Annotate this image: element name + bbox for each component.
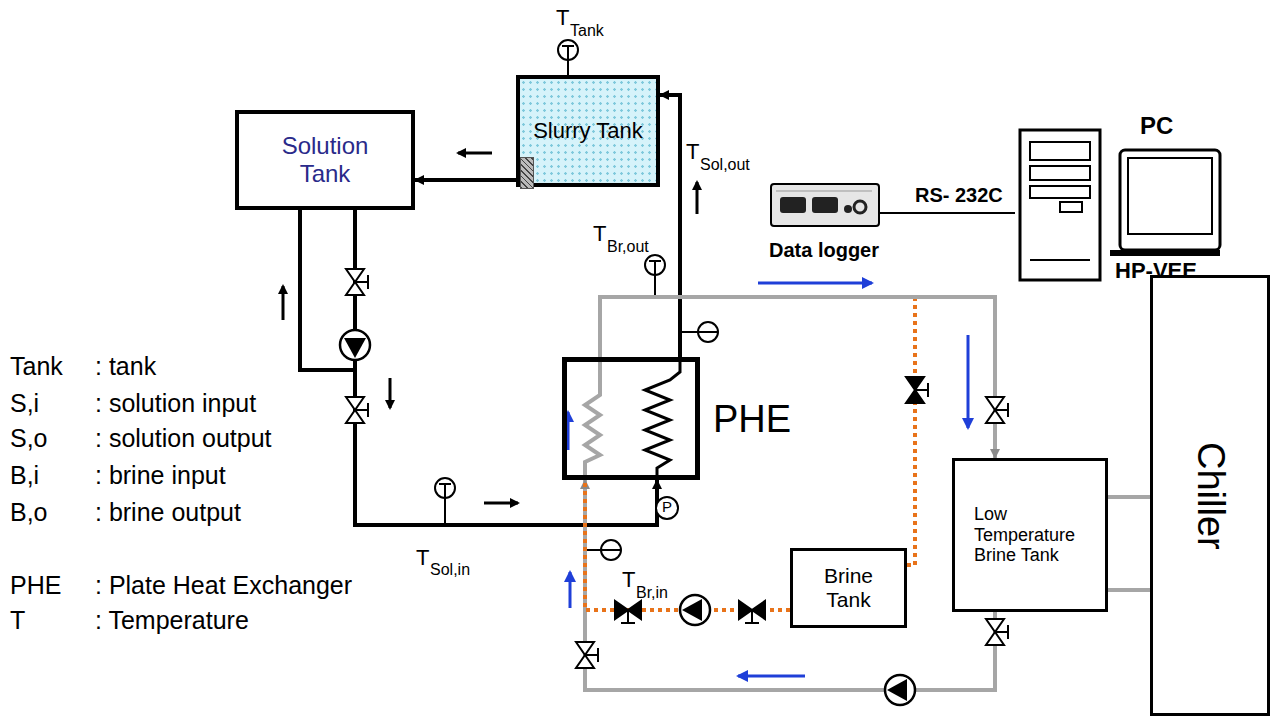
sensor-label: T [556, 6, 569, 30]
sensor-label: T [686, 140, 699, 164]
brine-flow-arrow [569, 572, 572, 608]
solution-tank: Solution Tank [235, 110, 415, 210]
low-temperature-brine-tank: Low Temperature Brine Tank [952, 458, 1108, 612]
key-text: : solution input [95, 390, 256, 418]
key-text: Tank [10, 353, 63, 381]
edge-label: RS- 232C [915, 184, 1003, 206]
flow-arrow [696, 182, 699, 214]
sensor-label: T [593, 222, 606, 246]
temperature-gauge [601, 540, 621, 560]
sensor-label: T [416, 546, 429, 570]
node-text: Solution Tank [265, 132, 385, 187]
logger-panel [772, 185, 878, 225]
sensor-label: Tank [570, 22, 604, 40]
node-text: PHE [713, 398, 791, 442]
node-text: Slurry Tank [533, 118, 643, 143]
temperature-gauge [645, 255, 665, 275]
key-text: S,o [10, 425, 48, 453]
node-text: Data logger [769, 239, 879, 262]
flow-arrow [282, 286, 285, 320]
node-text: PC [1140, 112, 1173, 140]
brine-flow-arrow [738, 675, 805, 678]
key-text: : Temperature [95, 607, 249, 635]
key-text: B,i [10, 462, 39, 490]
sensor-label: T [622, 568, 635, 592]
key-text: : tank [95, 353, 156, 381]
solution-coil [645, 357, 680, 480]
valve [906, 377, 928, 403]
gauge-stem [656, 507, 657, 509]
brine-coil [585, 357, 600, 480]
bypass-dotted-pipe [907, 297, 915, 565]
node-text: Low Temperature Brine Tank [974, 504, 1086, 566]
filter-mesh [520, 157, 534, 189]
key-text: T [10, 607, 25, 635]
slurry-tank: Slurry Tank [516, 75, 660, 187]
node-text: Brine Tank [807, 564, 891, 612]
pc: PCHP-VEE [1015, 110, 1225, 290]
flow-arrow [458, 152, 492, 155]
sensor-label: P [657, 499, 677, 516]
sensor-label: Br,out [607, 238, 649, 256]
return-pipe [415, 178, 516, 182]
valve [986, 619, 1008, 645]
valve [615, 601, 641, 623]
chiller: Chiller [1150, 275, 1270, 716]
slurry-pipe [660, 95, 680, 357]
plate-heat-exchanger: PHE [562, 357, 700, 480]
gauge-stem [585, 549, 601, 551]
brine-pipe [585, 480, 995, 690]
bypass-pipe [585, 480, 790, 610]
data-logger: Data logger [770, 183, 880, 227]
brine-flow-arrow [758, 282, 872, 285]
brine-flow-arrow [967, 335, 970, 428]
temperature-gauge [435, 478, 455, 498]
key-text: PHE [10, 572, 61, 600]
brine-tank: Brine Tank [790, 548, 907, 628]
pressure-gauge [656, 497, 678, 519]
valve [346, 269, 368, 295]
chiller-pipe [1108, 495, 1150, 499]
key-text: : solution output [95, 425, 272, 453]
pump [340, 330, 370, 360]
chiller-pipe [1108, 588, 1150, 592]
gauge-stem [654, 275, 656, 297]
valve [346, 397, 368, 423]
flow-arrow [484, 502, 518, 505]
serial-cable [880, 212, 1015, 214]
node-text: Chiller [1188, 442, 1232, 550]
valve [986, 397, 1008, 423]
temperature-gauge [698, 322, 718, 342]
valve [739, 601, 765, 623]
sensor-label: Br,in [636, 584, 668, 602]
gauge-stem [680, 331, 698, 333]
sensor-label: Sol,out [700, 156, 750, 174]
key-text: : Plate Heat Exchanger [95, 572, 352, 600]
pump [680, 595, 710, 625]
key-text: S,i [10, 390, 39, 418]
key-text: : brine output [95, 499, 241, 527]
valve [576, 642, 598, 668]
pump [885, 675, 915, 705]
key-text: B,o [10, 499, 48, 527]
sensor-label: Sol,in [430, 561, 470, 579]
gauge-stem [444, 498, 446, 525]
key-text: : brine input [95, 462, 226, 490]
brine-pipe [600, 297, 995, 458]
flow-arrow [389, 378, 392, 408]
temperature-gauge [558, 40, 578, 60]
